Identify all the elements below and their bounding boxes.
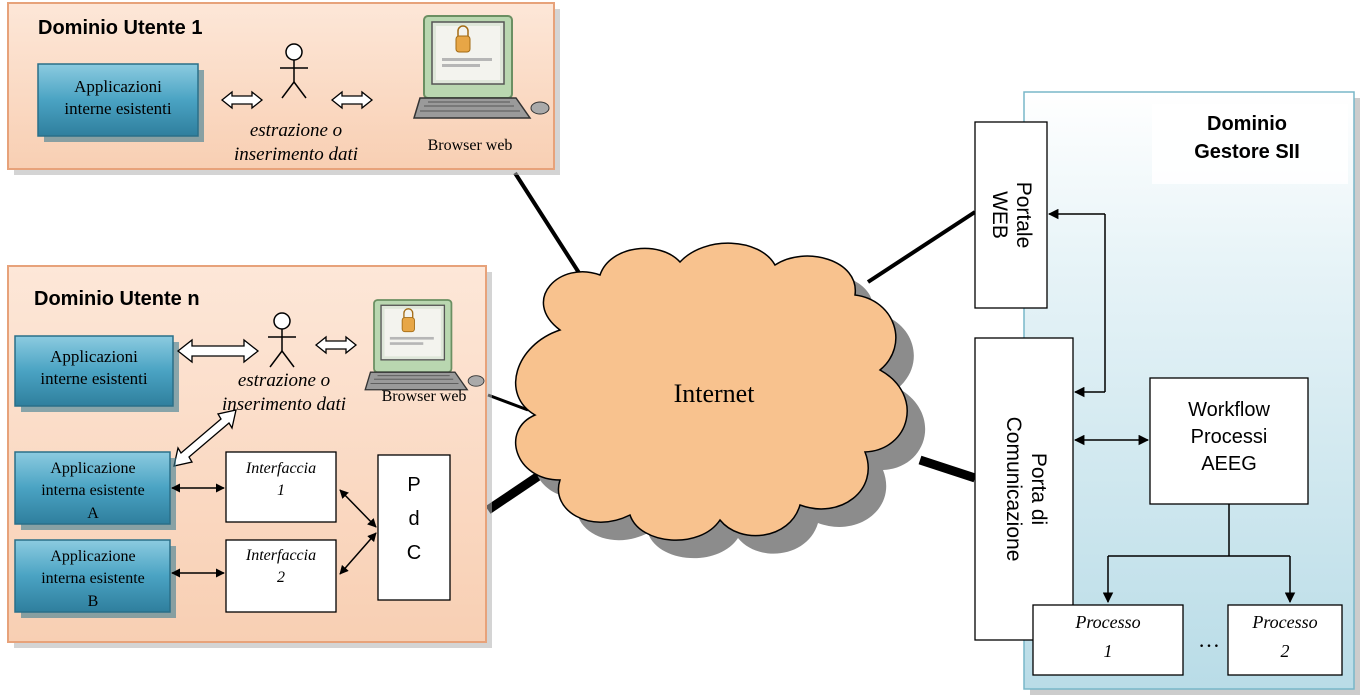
domain-utente-1: Dominio Utente 1 Applicazioni interne es… [7,2,560,175]
internet-label: Internet [674,379,756,408]
domainN-title: Dominio Utente n [34,288,200,310]
portale-line1: Portale [1012,182,1035,249]
interface-1-box: Interfaccia 1 [225,451,337,523]
domain1-action-line2: inserimento dati [234,144,358,165]
gestore-title-line2: Gestore SII [1194,141,1300,163]
domainN-appA-line1: Applicazione [50,460,135,477]
proc1-line2: 1 [1104,641,1113,661]
workflow-box: Workflow Processi AEEG [1149,377,1309,505]
porta-line1: Porta di [1027,453,1050,525]
domainN-appA-box: Applicazione interna esistente A [14,451,176,530]
domain-utente-n: Dominio Utente n Applicazioni interne es… [7,265,492,648]
domainN-appB-line3: B [88,593,99,610]
domainN-browser-label: Browser web [382,388,467,405]
domain1-title: Dominio Utente 1 [38,17,202,39]
workflow-line1: Workflow [1188,399,1270,421]
porta-line2: Comunicazione [1002,417,1025,562]
interface-2-box: Interfaccia 2 [225,539,337,613]
double-arrow-icon [314,335,358,355]
iface2-line1: Interfaccia [245,547,316,564]
iface2-line2: 2 [277,569,285,586]
process-1-box: Processo 1 [1032,604,1184,676]
proc2-line2: 2 [1281,641,1290,661]
domainN-appB-line1: Applicazione [50,548,135,565]
pdc-line2: d [408,508,419,530]
domainN-action-line2: inserimento dati [222,394,346,415]
process-2-box: Processo 2 [1227,604,1343,676]
domain1-app-line1: Applicazioni [74,77,162,96]
internet-cloud: Internet [515,242,926,559]
link-pdc-internet [485,471,543,514]
proc2-line1: Processo [1251,612,1317,632]
link-porta-internet [918,455,977,483]
portale-line2: WEB [988,191,1011,239]
domainN-appB-box: Applicazione interna esistente B [14,539,176,618]
domain1-action-line1: estrazione o [250,120,342,141]
link-domainN-internet-thin [487,393,529,412]
workflow-line3: AEEG [1201,453,1257,475]
domainN-action-line1: estrazione o [238,370,330,391]
porta-comunicazione-box: Porta di Comunicazione [974,337,1074,641]
iface1-line1: Interfaccia [245,460,316,477]
proc1-line1: Processo [1074,612,1140,632]
domainN-appA-line2: interna esistente [41,482,145,499]
link-portale-internet [866,210,977,284]
arrow-iface2-pdc [339,532,377,575]
iface1-line2: 1 [277,482,285,499]
double-arrow-icon [330,90,374,110]
double-arrow-icon [220,90,264,110]
process-ellipsis: … [1198,627,1220,652]
pdc-box: P d C [377,454,451,601]
domainN-app-box: Applicazioni interne esistenti [14,335,179,412]
domain1-app-box: Applicazioni interne esistenti [37,63,204,142]
link-domain1-internet [513,171,592,292]
domainN-app-line1: Applicazioni [50,347,138,366]
portale-web-box: Portale WEB [974,121,1048,309]
pdc-line3: C [407,542,421,564]
pdc-line1: P [407,474,420,496]
domain1-browser-label: Browser web [428,137,513,154]
domainN-appB-line2: interna esistente [41,570,145,587]
double-arrow-icon [176,338,260,364]
domain1-app-line2: interne esistenti [64,99,171,118]
workflow-line2: Processi [1191,426,1268,448]
arrow-iface1-pdc [339,489,377,528]
domainN-app-line2: interne esistenti [40,369,147,388]
domainN-appA-line3: A [87,505,99,522]
double-arrow-icon [173,409,237,467]
gestore-title-line1: Dominio [1207,113,1287,135]
